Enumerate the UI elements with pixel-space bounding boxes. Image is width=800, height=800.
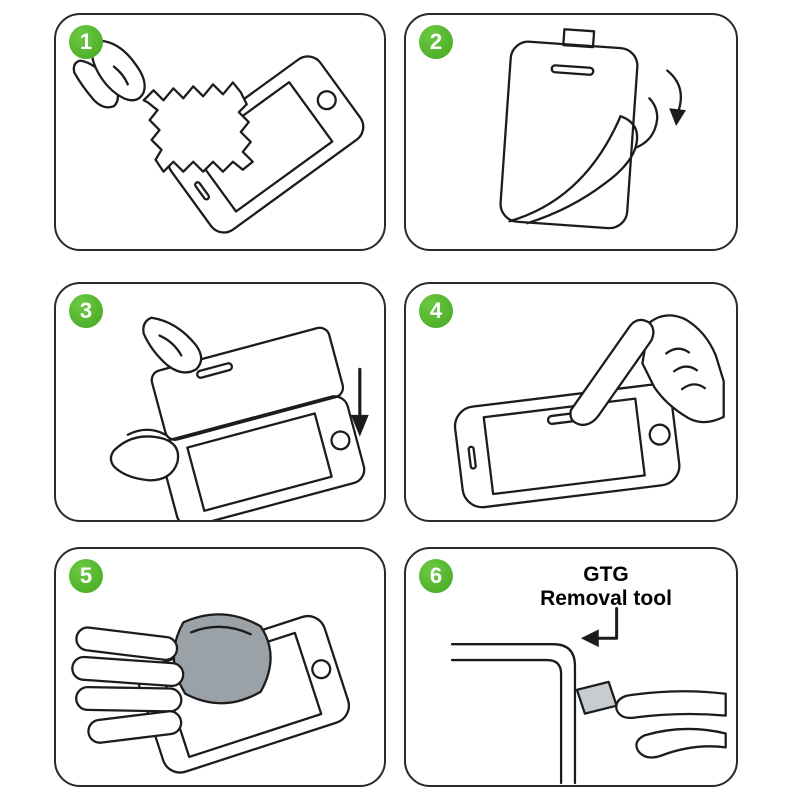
palm (641, 314, 725, 424)
finger-3 (75, 685, 183, 713)
removal-tool-label-line2: Removal tool (540, 587, 672, 611)
peel-backing-film-icon (499, 28, 687, 230)
peel-arrow-curve (666, 69, 682, 114)
step-number-badge: 6 (419, 559, 453, 593)
step-number-badge: 2 (419, 25, 453, 59)
knuckle-line-2 (672, 365, 699, 373)
step-number-badge: 1 (69, 25, 103, 59)
phone-outline (159, 395, 366, 520)
step-panel-5: 5 (54, 547, 386, 787)
index-finger (569, 318, 655, 426)
removal-tool-label: GTG Removal tool (501, 563, 711, 611)
film-lift-edge (508, 114, 622, 223)
lower-hand (109, 435, 180, 482)
step-panel-4: 4 (404, 282, 738, 522)
phone-outline (453, 383, 681, 509)
finger-2 (71, 655, 185, 688)
pinch-thumb (635, 727, 727, 759)
pinch-index-finger (615, 690, 727, 720)
step-panel-6: 6 GTG Removal tool (404, 547, 738, 787)
align-protector-over-phone-icon (109, 316, 369, 520)
removal-tool-label-line1: GTG (583, 563, 629, 586)
step-panel-3: 3 (54, 282, 386, 522)
step-number-badge: 5 (69, 559, 103, 593)
protector-corner-outer (450, 643, 577, 785)
step-panel-1: 1 (54, 13, 386, 251)
film-fold-line (190, 625, 252, 636)
step-number-badge: 3 (69, 294, 103, 328)
protector-corner-inner (450, 658, 563, 785)
hand-detail (112, 65, 129, 86)
protector-outline (150, 326, 345, 441)
pull-removal-tool-tab-icon (450, 607, 727, 785)
label-arrow-shaft (595, 607, 619, 640)
removal-tab (575, 680, 618, 715)
thumb (87, 710, 183, 744)
film-body (526, 114, 639, 225)
knuckle-line-3 (680, 383, 707, 391)
knuckle-line-1 (665, 347, 691, 355)
upper-hand-detail (158, 334, 183, 357)
wipe-screen-with-cloth-icon (72, 39, 365, 234)
step-number-badge: 4 (419, 294, 453, 328)
protector-outline (499, 28, 639, 230)
smooth-film-onto-screen-icon (71, 613, 351, 774)
finger-1 (75, 626, 179, 662)
film-curl-tip (634, 97, 659, 150)
lower-hand-thumb (126, 428, 167, 436)
press-center-of-screen-icon (453, 314, 725, 509)
peel-arrow-head (669, 108, 687, 127)
hand-fingers (71, 626, 185, 744)
step-panel-2: 2 (404, 13, 738, 251)
label-arrow-head (580, 629, 599, 648)
down-arrow-head (350, 414, 369, 437)
cleaning-cloth (142, 81, 254, 173)
